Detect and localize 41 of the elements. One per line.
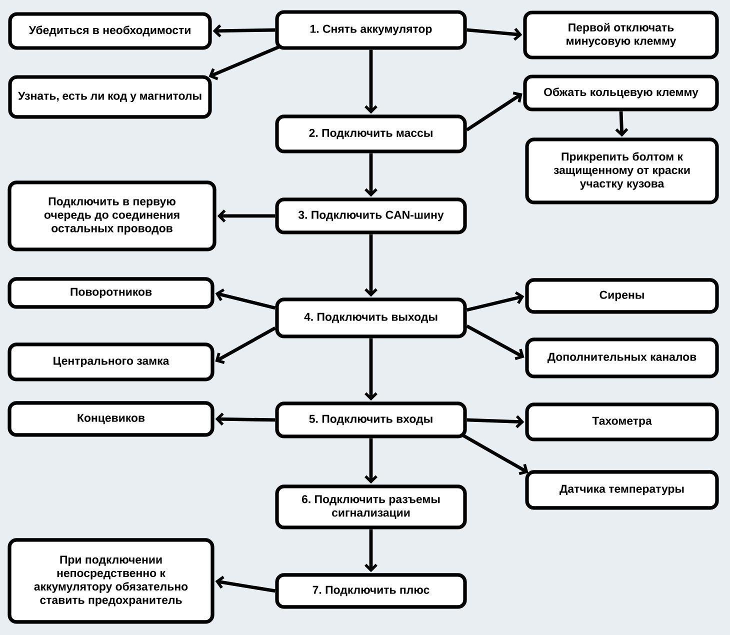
step-box: 5. Подключить входы [275,402,467,438]
arrow [462,434,528,476]
note-box: Убедиться в необходимости [8,12,212,50]
note-box: Обжать кольцевую клемму [523,74,719,112]
step-box: 6. Подключить разъемы сигнализации [275,484,467,530]
arrow [364,338,378,401]
arrow [215,326,276,364]
arrow [208,45,280,80]
note-box: Сирены [525,278,719,314]
note-box: Концевиков [8,401,214,437]
arrow [364,438,378,484]
note-box: Прикрепить болтом к защищенному от краски участку кузова [525,138,719,204]
arrow [364,50,378,114]
note-box: Датчика температуры [525,470,719,510]
arrow [466,92,522,132]
note-box: Поворотников [8,277,214,309]
note-box: Дополнительных каналов [525,338,719,378]
arrow [217,210,276,222]
note-box: Первой отключать минусовую клемму [523,10,719,60]
arrow [466,28,522,41]
arrow [466,324,524,360]
note-box: Центрального замка [8,342,214,382]
note-box: Узнать, есть ли код у магнитолы [8,75,212,119]
arrow [364,234,378,297]
note-box: Тахометра [525,402,719,442]
step-box: 7. Подключить плюс [275,573,467,609]
arrow [215,412,276,426]
arrow [215,576,276,593]
arrow [615,111,628,137]
arrow [212,24,276,38]
step-box: 4. Подключить выходы [275,298,467,338]
arrow [466,291,524,312]
arrow [364,153,378,197]
arrow [364,529,378,572]
note-box: При подключении непосредственно к аккумулятору обязательно ставить предохранитель [8,538,214,624]
arrow [466,415,524,428]
step-box: 1. Снять аккумулятор [275,10,467,50]
step-box: 3. Подключить CAN-шину [275,198,467,234]
step-box: 2. Подключить массы [275,114,467,154]
note-box: Подключить в первую очередь до соединения остальных проводов [8,180,216,252]
arrow [215,288,276,310]
